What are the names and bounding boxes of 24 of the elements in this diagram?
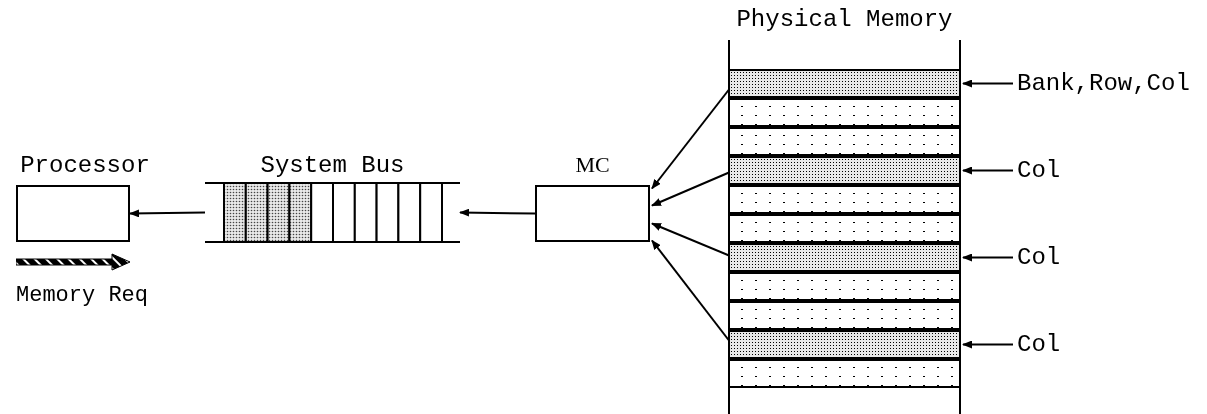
memory-row <box>730 69 959 98</box>
legend-label: Memory Req <box>16 282 149 310</box>
node-title: System Bus <box>260 152 405 179</box>
memory-row <box>730 156 959 185</box>
memory-row <box>730 243 959 272</box>
arrow <box>962 340 1014 349</box>
arrow <box>459 208 536 217</box>
arrow <box>651 239 730 342</box>
arrow <box>962 253 1014 262</box>
node-title: Processor <box>20 152 150 179</box>
arrow <box>962 166 1014 175</box>
address-label: Bank,Row,Col <box>1017 69 1190 98</box>
arrow <box>651 171 730 207</box>
memory-column <box>728 40 961 414</box>
memory-row <box>730 330 959 359</box>
address-label: Col <box>1017 330 1061 359</box>
arrow <box>651 222 730 257</box>
arrow <box>651 88 730 190</box>
arrow <box>962 79 1014 88</box>
address-label: Col <box>1017 243 1061 272</box>
node-title: Physical Memory <box>736 6 953 33</box>
arrow <box>129 209 206 218</box>
node-title: MC <box>575 152 610 177</box>
address-label: Col <box>1017 156 1061 185</box>
